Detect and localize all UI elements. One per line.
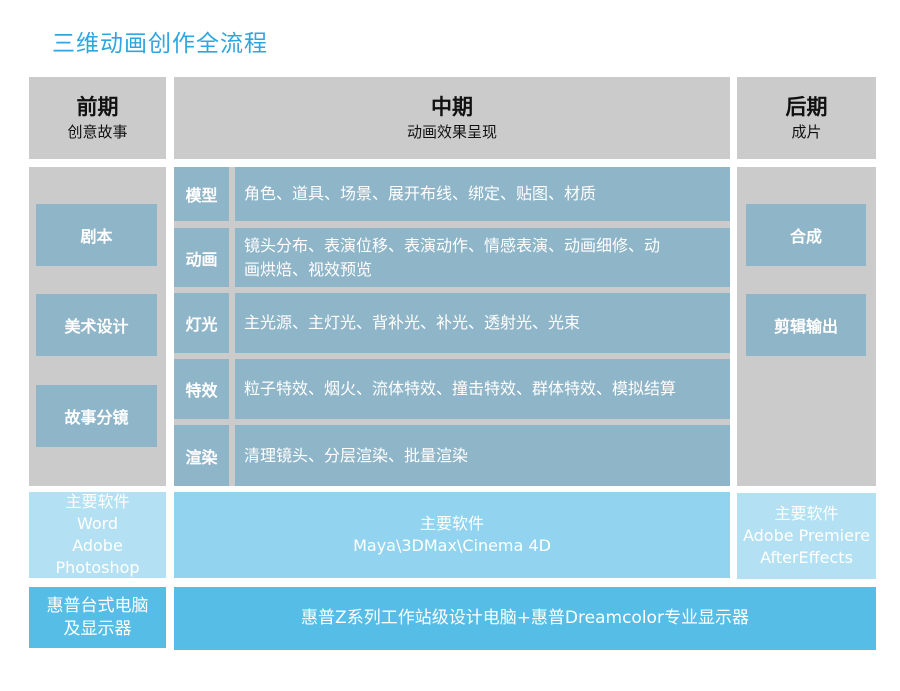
software-item: Word [76, 514, 119, 533]
mid-row-label: 模型 [174, 167, 229, 221]
main-hardware: 惠普Z系列工作站级设计电脑+惠普Dreamcolor专业显示器 [174, 587, 876, 650]
phase-name: 中期 [431, 95, 473, 119]
mid-row-label: 动画 [174, 228, 229, 287]
phase-post-header: 后期 成片 [737, 77, 876, 159]
mid-row-content: 清理镜头、分层渲染、批量渲染 [235, 425, 730, 486]
pre-step: 美术设计 [36, 294, 157, 356]
phase-mid-header: 中期 动画效果呈现 [174, 77, 730, 159]
mid-row-content: 镜头分布、表演位移、表演动作、情感表演、动画细修、动画烘焙、视效预览 [235, 228, 730, 287]
software-label: 主要软件 [774, 504, 839, 523]
phase-sub: 成片 [791, 123, 822, 141]
software-item: Adobe Photoshop [55, 536, 140, 577]
mid-row-label: 灯光 [174, 293, 229, 353]
phase-sub: 动画效果呈现 [406, 123, 497, 141]
mid-row-label: 特效 [174, 359, 229, 419]
pre-hardware: 惠普台式电脑及显示器 [29, 587, 166, 648]
mid-row-label: 渲染 [174, 425, 229, 486]
software-item: AfterEffects [760, 548, 853, 567]
page-title: 三维动画创作全流程 [52, 31, 268, 57]
software-label: 主要软件 [419, 514, 484, 533]
post-step: 剪辑输出 [746, 294, 866, 356]
mid-row-content: 角色、道具、场景、展开布线、绑定、贴图、材质 [235, 167, 730, 221]
software-label: 主要软件 [65, 492, 130, 511]
mid-row-content: 主光源、主灯光、背补光、补光、透射光、光束 [235, 293, 730, 353]
pre-step: 故事分镜 [36, 385, 157, 447]
mid-software: 主要软件 Maya\3DMax\Cinema 4D [174, 492, 730, 578]
phase-name: 前期 [76, 95, 119, 119]
post-software: 主要软件 Adobe Premiere AfterEffects [737, 493, 876, 579]
post-step: 合成 [746, 204, 866, 266]
pre-step: 剧本 [36, 204, 157, 266]
software-item: Adobe Premiere [742, 526, 871, 545]
phase-pre-header: 前期 创意故事 [29, 77, 166, 159]
phase-sub: 创意故事 [67, 123, 128, 141]
mid-row-content: 粒子特效、烟火、流体特效、撞击特效、群体特效、模拟结算 [235, 359, 730, 419]
pre-software: 主要软件 Word Adobe Photoshop [29, 492, 166, 578]
software-item: Maya\3DMax\Cinema 4D [353, 536, 551, 555]
phase-name: 后期 [785, 95, 828, 119]
